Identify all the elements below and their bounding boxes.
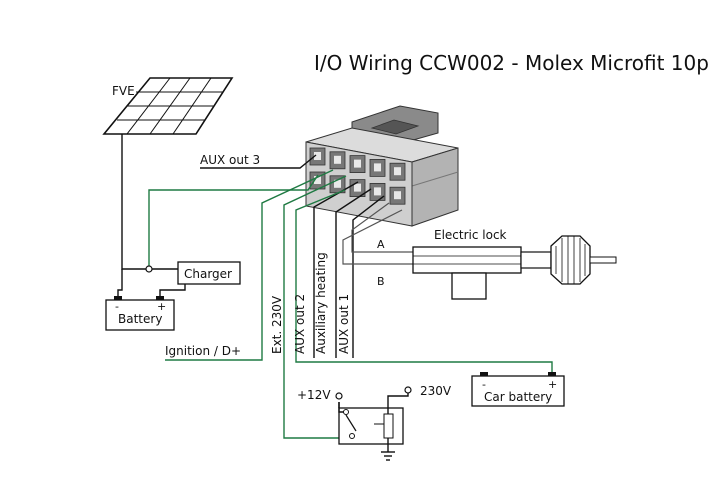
v230-terminal	[404, 386, 412, 394]
connector-pins	[309, 147, 406, 205]
connector-pin-hole	[374, 163, 381, 172]
diagram-title: I/O Wiring CCW002 - Molex Microfit 10p	[314, 51, 709, 75]
plus-12v-label: +12V	[297, 388, 331, 402]
wires-electric-lock	[342, 202, 413, 265]
charger-label: Charger	[184, 267, 232, 281]
battery-label: Battery	[118, 312, 162, 326]
junction-node	[145, 265, 153, 273]
electric-lock-label: Electric lock	[434, 228, 507, 242]
battery-terminal-plus	[156, 296, 164, 300]
car-battery-terminal-plus	[548, 372, 556, 376]
connector-pin-hole	[314, 152, 321, 160]
wires-green	[148, 169, 553, 439]
battery-minus-label: -	[115, 300, 119, 313]
aux-out-3-label: AUX out 3	[200, 153, 260, 167]
car-battery-terminal-minus	[480, 372, 488, 376]
car-battery-plus-label: +	[548, 378, 557, 391]
car-battery-label: Car battery	[484, 390, 552, 404]
connector-pin-hole	[394, 167, 401, 176]
connector-pin-hole	[314, 176, 321, 184]
auxiliary-heating-label: Auxiliary heating	[314, 252, 328, 354]
connector-pin-hole	[354, 183, 361, 192]
battery-plus-label: +	[157, 300, 166, 313]
connector-pin-hole	[334, 179, 341, 188]
relay-icon	[338, 392, 409, 461]
v230-label: 230V	[420, 384, 452, 398]
connector-pin-hole	[394, 191, 401, 200]
wire-a-label: A	[377, 238, 385, 251]
car-battery-minus-label: -	[482, 378, 486, 391]
connector-pin-hole	[374, 187, 381, 196]
battery-box	[105, 299, 175, 331]
wire-b-label: B	[377, 275, 385, 288]
aux-out-1-label: AUX out 1	[337, 294, 351, 354]
solar-panel-icon	[102, 77, 234, 135]
ignition-label: Ignition / D+	[165, 344, 241, 358]
plus-12v-terminal	[335, 392, 343, 400]
electric-lock-icon	[412, 235, 617, 300]
aux-out-2-label: AUX out 2	[293, 294, 307, 354]
connector-pin-hole	[354, 159, 361, 168]
ext-230v-label: Ext. 230V	[270, 295, 284, 354]
charger-box	[177, 261, 241, 285]
battery-terminal-minus	[114, 296, 122, 300]
fve-label: FVE	[112, 84, 135, 98]
car-battery-box	[471, 375, 565, 407]
connector-pin-hole	[334, 155, 341, 164]
